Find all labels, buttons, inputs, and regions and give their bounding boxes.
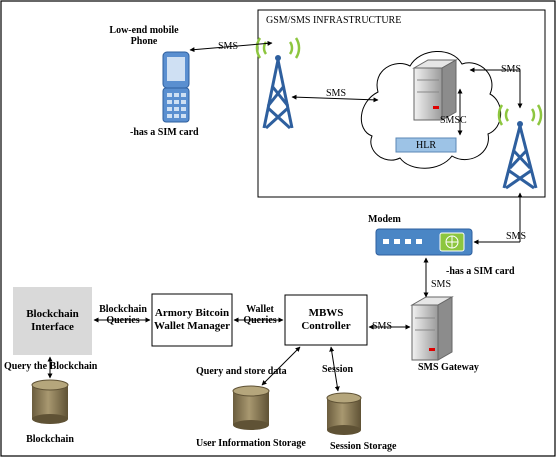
link-label-wallet-queries-2: Queries: [243, 315, 277, 326]
blockchain-interface-line1: Blockchain: [26, 308, 79, 320]
link-label-sms-phone: SMS: [218, 41, 239, 52]
arrow-tower-cloud: [291, 94, 379, 103]
phone-title-line2: Phone: [130, 36, 158, 47]
phone-title-line1: Low-end mobile: [109, 25, 179, 36]
blockchain-interface-text: Blockchain Interface: [13, 287, 92, 355]
cell-tower-right-icon: [497, 104, 543, 190]
link-label-session: Session: [322, 364, 354, 375]
wallet-manager-line2: Wallet Manager: [153, 320, 231, 332]
session-storage-icon: [326, 392, 362, 435]
link-label-blockchain-queries-2: Queries: [106, 315, 140, 326]
gsm-infrastructure-title: GSM/SMS INFRASTRUCTURE: [266, 15, 402, 26]
mbws-controller-text: MBWS Controller: [285, 295, 367, 345]
wallet-manager-line1: Armory Bitcoin: [154, 307, 230, 319]
blockchain-interface-box: [13, 287, 92, 355]
mbws-controller-line1: MBWS: [308, 307, 344, 319]
gsm-infrastructure-box: [257, 9, 546, 198]
blockchain-database-icon: [31, 379, 69, 424]
wallet-manager-box: [151, 293, 233, 347]
arrow-phone-tower: [189, 40, 273, 53]
smsc-server-icon: [412, 59, 458, 121]
link-label-sms-tower-cloud: SMS: [326, 88, 347, 99]
smsc-label: SMSC: [440, 115, 467, 126]
mobile-phone-icon: [162, 51, 190, 123]
mbws-controller-line2: Controller: [301, 320, 351, 332]
link-label-sms-gateway-controller: SMS: [372, 321, 393, 332]
blockchain-storage-label: Blockchain: [26, 434, 74, 445]
hlr-box: [395, 137, 457, 153]
modem-icon: [375, 228, 473, 256]
mbws-controller-box: [284, 294, 368, 346]
link-label-wallet-queries-1: Wallet: [246, 304, 274, 315]
arrow-controller-session: [329, 346, 340, 392]
link-label-query-store: Query and store data: [196, 366, 287, 377]
phone-sim-caption: -has a SIM card: [130, 127, 199, 138]
link-label-sms-modem-gateway: SMS: [431, 279, 452, 290]
cell-tower-left-icon: [255, 37, 301, 130]
arrow-controller-userinfo: [261, 346, 301, 386]
wallet-manager-text: Armory Bitcoin Wallet Manager: [152, 294, 232, 346]
link-label-sms-cloud-right: SMS: [501, 64, 522, 75]
modem-title: Modem: [368, 214, 401, 225]
blockchain-interface-line2: Interface: [31, 321, 74, 333]
hlr-label: HLR: [416, 140, 436, 151]
modem-sim-caption: -has a SIM card: [446, 266, 515, 277]
user-info-storage-icon: [232, 385, 270, 430]
link-label-blockchain-queries-1: Blockchain: [99, 304, 147, 315]
sms-gateway-server-icon: [410, 296, 454, 361]
user-info-storage-label: User Information Storage: [196, 438, 306, 449]
link-label-query-blockchain: Query the Blockchain: [4, 361, 98, 372]
session-storage-label: Session Storage: [330, 441, 397, 452]
gateway-title: SMS Gateway: [418, 362, 479, 373]
link-label-sms-right-modem: SMS: [506, 231, 527, 242]
